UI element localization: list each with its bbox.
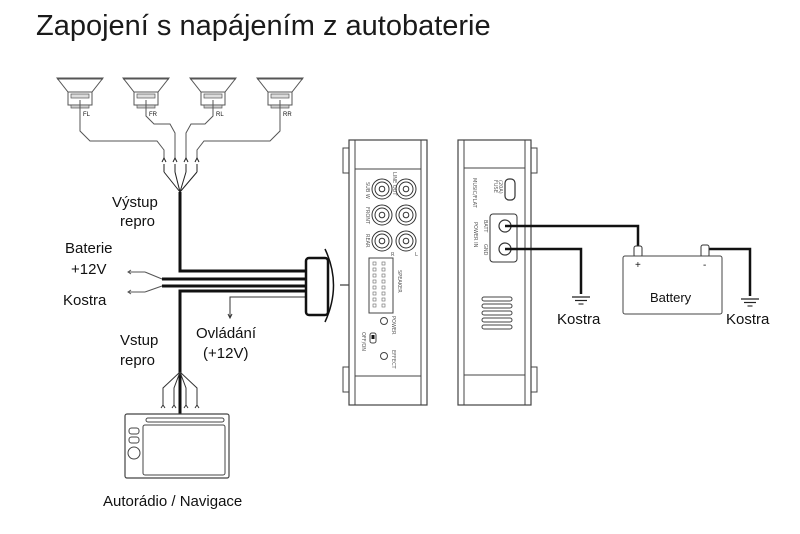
rca-jack-icon <box>371 204 393 226</box>
rca-label-rear: REAR <box>364 234 370 248</box>
model-label: MUSIC/FLAT <box>471 178 477 209</box>
label-ground-battery: Kostra <box>726 311 770 328</box>
battery-plus: + <box>635 260 641 271</box>
rca-label-front: FRONT <box>364 207 370 225</box>
amplifier-front-panel: SUB W FRONT REAR LINE OUT R L SPEAKER PO… <box>342 139 428 406</box>
fuse-label-2: (20A) <box>497 180 503 194</box>
battery-icon: + - Battery <box>622 244 723 315</box>
channel-r-label: R <box>391 252 395 258</box>
speaker-rl: RL <box>189 77 237 118</box>
vent-icon <box>481 296 513 330</box>
speaker-wires <box>79 100 281 158</box>
label-headunit: Autorádio / Navigace <box>103 493 242 510</box>
rca-jack-icon <box>371 178 393 200</box>
power-in-label: POWER IN <box>472 222 478 248</box>
effect-label: EFFECT <box>390 350 396 370</box>
ground-icon <box>571 296 591 305</box>
channel-l-label: L <box>415 252 418 258</box>
harness-wires <box>162 192 307 430</box>
battery-label: Battery <box>650 290 692 305</box>
label-ground-amp: Kostra <box>557 311 601 328</box>
rca-jack-icon <box>371 230 393 252</box>
speaker-rr: RR <box>256 77 304 118</box>
connector-bracket <box>324 248 335 323</box>
fuse-icon <box>504 178 516 201</box>
label-ground-left: Kostra <box>63 292 107 309</box>
speaker-label-rr: RR <box>283 112 292 118</box>
fuse-label-1: FUSE <box>492 180 498 193</box>
headunit-icon <box>124 413 230 479</box>
ground-icon <box>740 298 760 307</box>
label-battery-1: Baterie <box>65 240 113 257</box>
label-input-1: Vstup <box>120 332 158 349</box>
rca-label-subw: SUB W <box>364 182 370 199</box>
label-speaker-output-1: Výstup <box>112 194 158 211</box>
gnd-label: GND <box>482 244 488 256</box>
diagram-title: Zapojení s napájením z autobaterie <box>36 10 491 42</box>
label-battery-2: +12V <box>71 261 106 278</box>
battery-minus: - <box>703 260 706 271</box>
speaker-connector <box>368 257 394 314</box>
speaker-label-fl: FL <box>83 112 91 118</box>
label-remote-2: (+12V) <box>203 345 248 362</box>
input-fan <box>160 371 200 409</box>
speaker-connector-label: SPEAKER <box>396 270 402 293</box>
label-input-2: repro <box>120 352 155 369</box>
speaker-label-fr: FR <box>149 112 158 118</box>
rca-jack-icon <box>395 204 417 226</box>
label-speaker-output-2: repro <box>120 213 155 230</box>
power-leads <box>127 269 163 295</box>
switch-label: OFF/ON <box>360 332 366 351</box>
speaker-fl: FL <box>56 77 104 118</box>
rca-jack-icon <box>395 178 417 200</box>
speaker-fr: FR <box>122 77 170 118</box>
power-cables <box>505 224 752 296</box>
line-out-label: LINE OUT <box>391 172 397 196</box>
label-remote-1: Ovládání <box>196 325 257 342</box>
amplifier-back-panel: MUSIC/FLAT FUSE (20A) POWER IN BATT GND <box>457 139 538 406</box>
effect-led-icon <box>380 352 388 360</box>
batt-label: BATT <box>482 220 488 233</box>
rca-jack-icon <box>395 230 417 252</box>
power-led-icon <box>380 317 388 325</box>
harness-connector <box>304 256 330 317</box>
remote-wire <box>227 296 307 320</box>
power-led-label: POWER <box>390 316 396 335</box>
speaker-label-rl: RL <box>216 112 224 118</box>
speaker-fan <box>161 156 200 193</box>
